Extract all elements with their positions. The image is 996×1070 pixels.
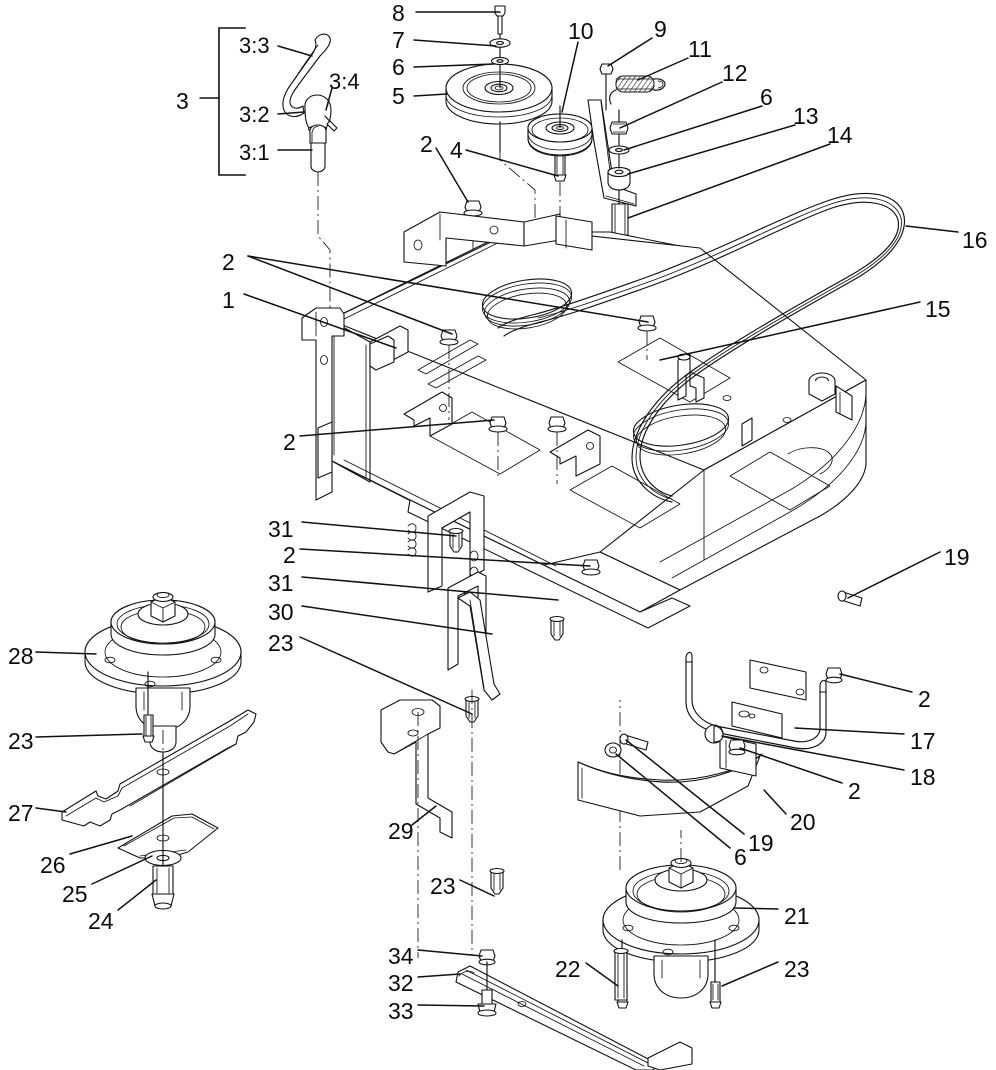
part-3-1-pin: [309, 124, 331, 330]
callout-17: 17: [910, 728, 936, 754]
part-2-nut-b: [547, 416, 567, 484]
part-18-knob: [704, 724, 724, 744]
callout-2: 2: [222, 249, 235, 275]
callout-31: 31: [268, 570, 294, 596]
part-2-fastener-arm: [549, 615, 565, 641]
callout-27: 27: [8, 800, 34, 826]
part-27-blade: [61, 709, 257, 827]
callout-25: 25: [62, 881, 88, 907]
callout-2: 2: [283, 429, 296, 455]
callout-21: 21: [784, 903, 810, 929]
callout-28: 28: [8, 643, 34, 669]
part-21-spindle-assembly: [602, 700, 760, 999]
callout-2: 2: [848, 778, 861, 804]
callout-23: 23: [268, 630, 294, 656]
part-10-v-pulley: [527, 105, 593, 157]
part-5-idler-pulley: [445, 63, 553, 125]
part-3-3-lever: [282, 33, 331, 118]
callout-1: 1: [222, 287, 235, 313]
callout-3-4: 3:4: [329, 69, 360, 94]
callout-9: 9: [654, 16, 667, 42]
callout-34: 34: [388, 943, 414, 969]
part-32-skid-plate: [455, 965, 693, 1070]
callout-10: 10: [568, 18, 594, 44]
part-23-bolt-bracket: [464, 690, 480, 955]
callout-7: 7: [392, 27, 405, 53]
callout-2: 2: [918, 686, 931, 712]
callout-6: 6: [734, 844, 747, 870]
part-24-bolt: [151, 751, 175, 910]
part-2-nut-d: [439, 329, 459, 420]
part-2-nut-a: [488, 416, 508, 480]
part-17-wire-bracket: [685, 651, 827, 750]
callout-32: 32: [388, 970, 414, 996]
leader-lines: [35, 11, 959, 1007]
callout-6: 6: [392, 54, 405, 80]
part-2-fastener-bracket: [448, 527, 464, 553]
part-29-bracket: [380, 699, 453, 958]
part-23-bolt-left: [142, 671, 155, 743]
callout-2: 2: [420, 131, 433, 157]
callout-11: 11: [688, 36, 712, 62]
callout-24: 24: [88, 908, 114, 934]
callout-23: 23: [430, 873, 456, 899]
callout-20: 20: [790, 809, 816, 835]
callout-2: 2: [283, 542, 296, 568]
part-2-nut-e: [581, 559, 601, 576]
callout-3-1: 3:1: [239, 140, 270, 165]
part-16-belt: [497, 192, 906, 503]
callout-30: 30: [268, 599, 294, 625]
callout-23: 23: [784, 956, 810, 982]
callout-23: 23: [8, 728, 34, 754]
callout-16: 16: [962, 227, 988, 253]
callout-3: 3: [176, 88, 189, 114]
callout-22: 22: [555, 956, 581, 982]
part-3-4-screw: [324, 115, 338, 132]
part-11-spring: [609, 75, 666, 105]
callout-33: 33: [388, 998, 414, 1024]
callout-4: 4: [450, 137, 463, 163]
callout-3-3: 3:3: [239, 33, 270, 58]
callout-5: 5: [392, 83, 405, 109]
group-3-bracket: [218, 27, 246, 176]
callout-14: 14: [827, 122, 853, 148]
part-20-deflector-shield: [577, 735, 763, 817]
callout-12: 12: [722, 60, 748, 86]
part-23-bolt-right-b: [709, 939, 722, 1009]
part-13-bushing: [607, 153, 631, 191]
part-19-pin-right: [837, 590, 863, 607]
part-28-spindle-assembly: [84, 591, 242, 878]
callout-29: 29: [388, 818, 414, 844]
callout-31: 31: [268, 516, 294, 542]
part-22-bolt: [613, 947, 629, 1001]
part-6-washer-lower: [604, 742, 622, 758]
part-2-nut-shield: [728, 739, 746, 756]
part-6-washer-mid: [608, 133, 630, 155]
part-12-nut: [609, 109, 629, 135]
part-6-washer-top: [490, 56, 510, 66]
callout-15: 15: [925, 296, 951, 322]
callout-8: 8: [392, 0, 405, 26]
part-23-bolt-29: [489, 867, 505, 895]
part-7-washer: [489, 38, 511, 48]
part-30-arm: [457, 591, 501, 701]
callout-3-2: 3:2: [239, 102, 270, 127]
callout-19: 19: [944, 544, 970, 570]
callout-26: 26: [40, 852, 66, 878]
part-2-nut-bracket17: [825, 667, 843, 684]
callout-13: 13: [793, 103, 819, 129]
callout-18: 18: [910, 764, 936, 790]
callout-19: 19: [748, 830, 774, 856]
part-1-deck-housing: [301, 211, 867, 629]
callout-6: 6: [760, 84, 773, 110]
part-19-pin-lower: [619, 733, 649, 751]
